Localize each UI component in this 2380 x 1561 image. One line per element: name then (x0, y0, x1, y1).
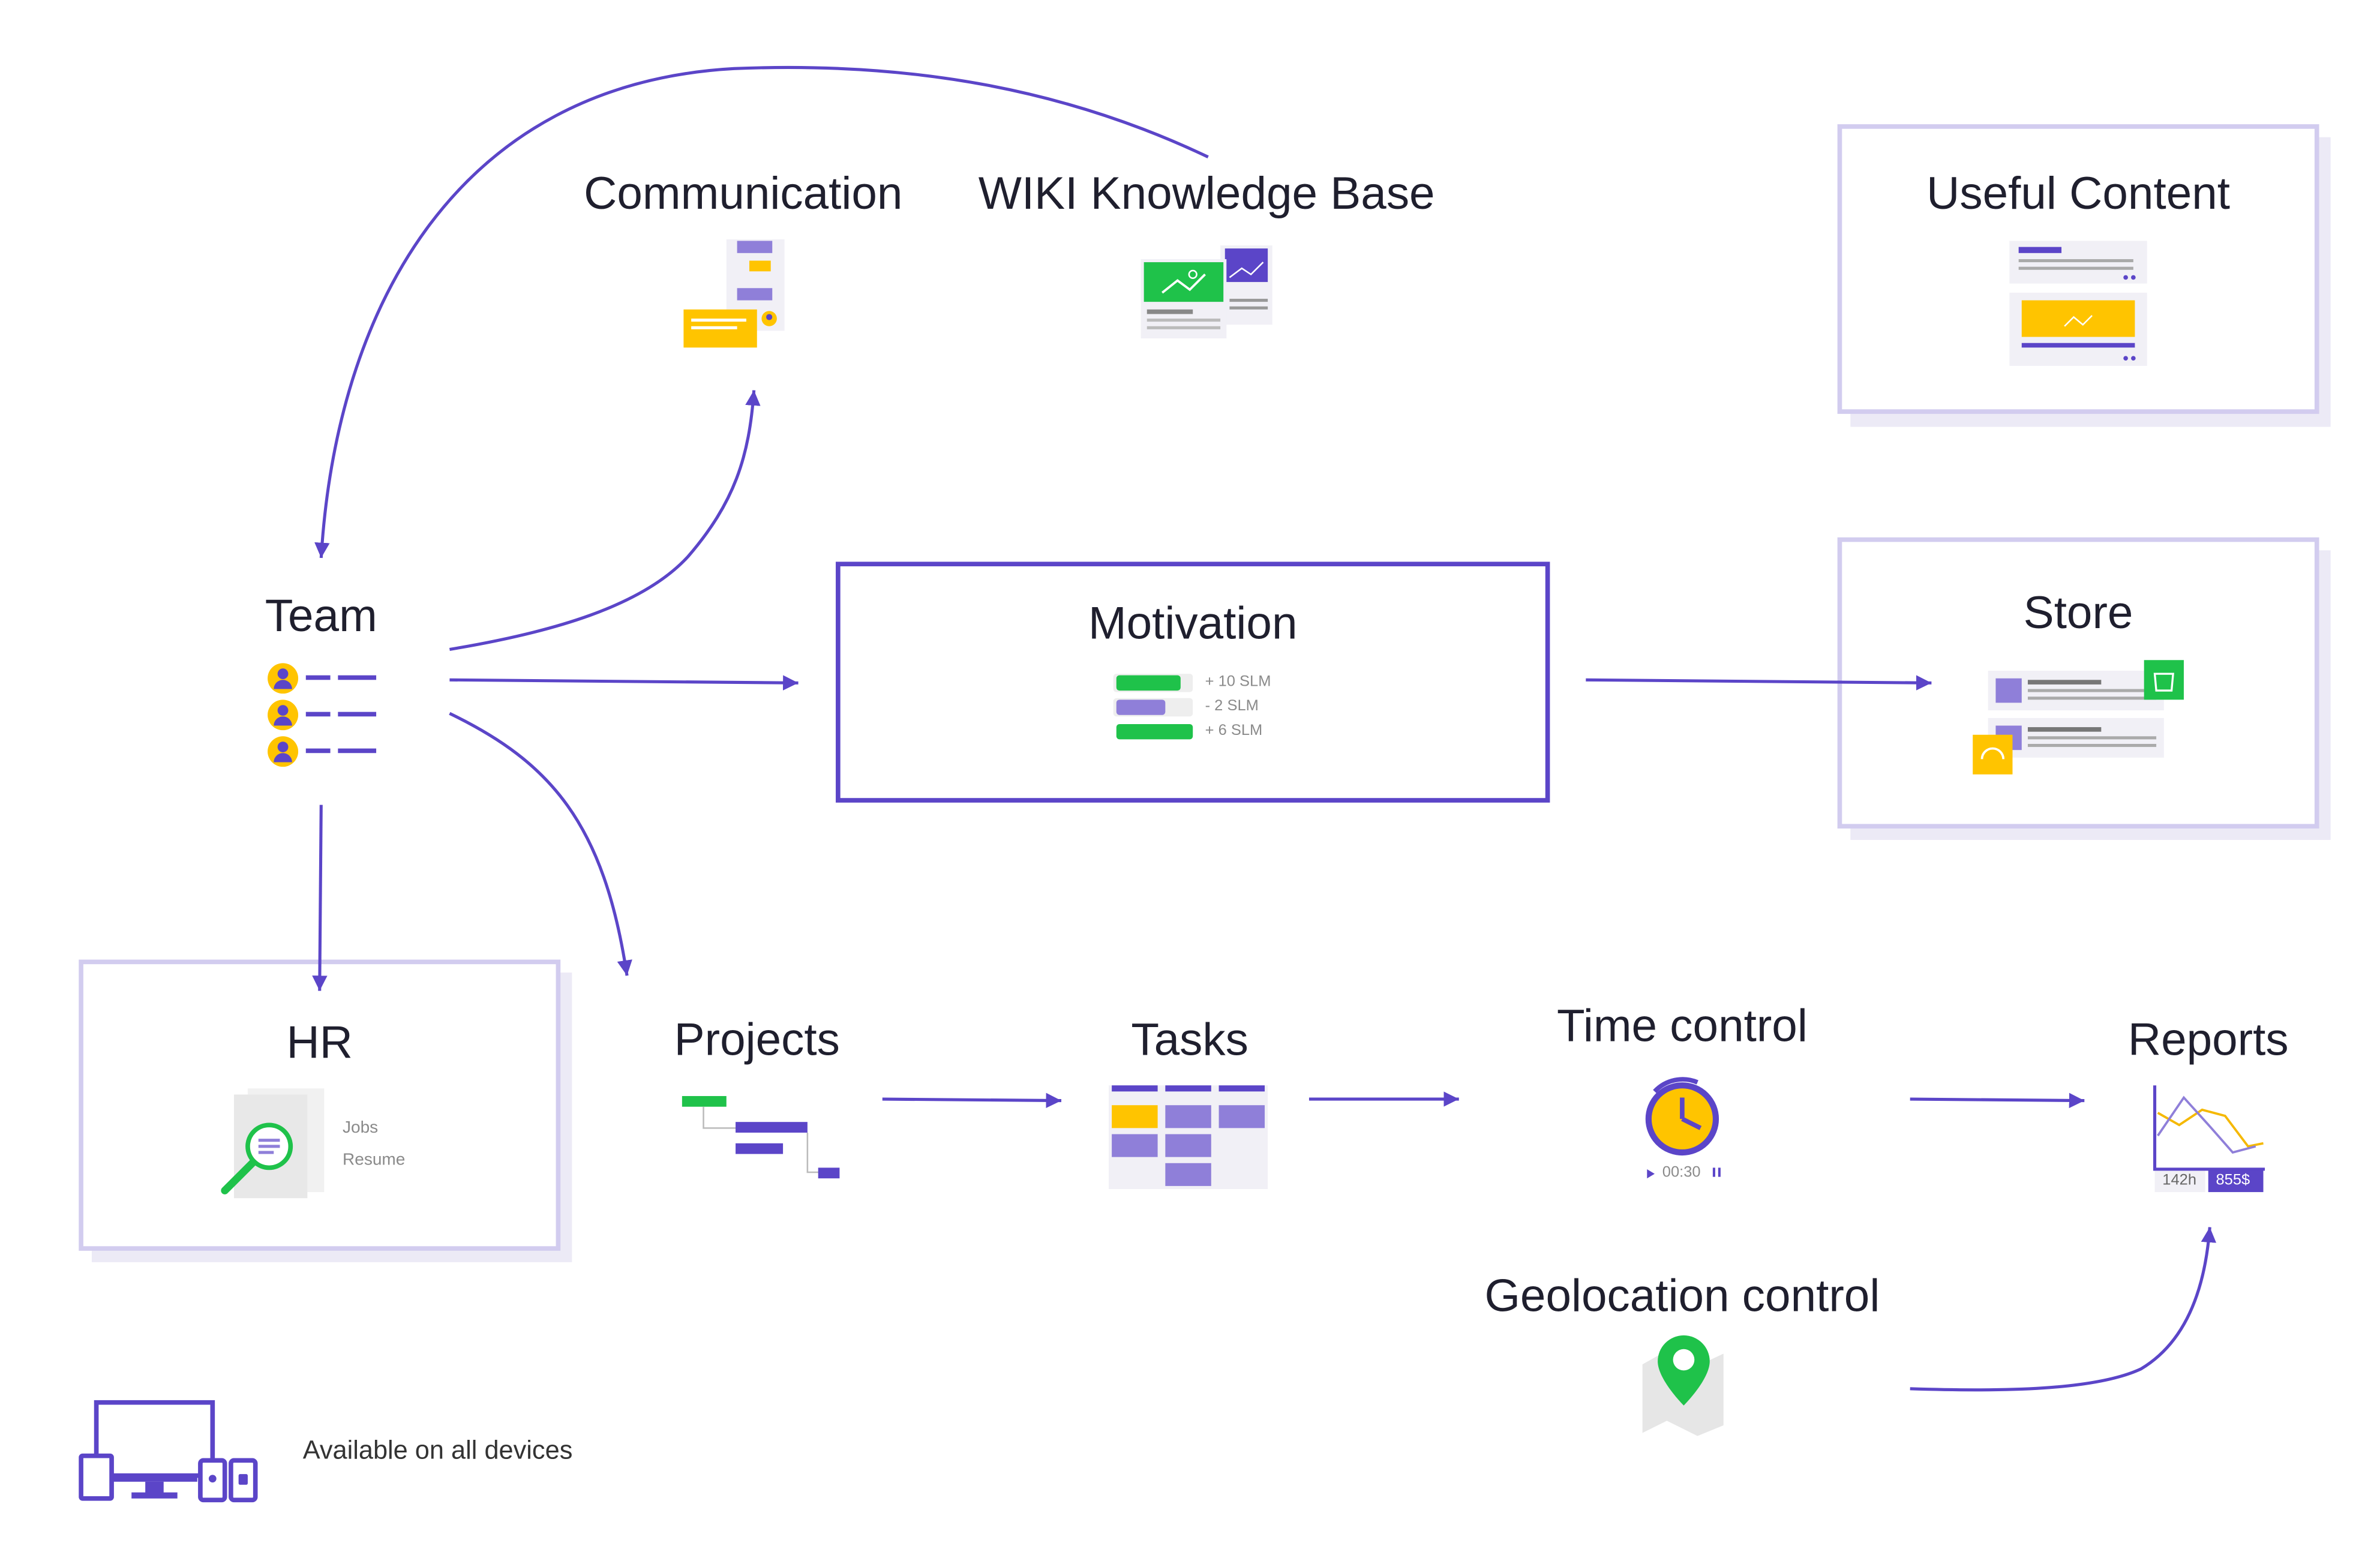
gantt-chart-icon (682, 1095, 840, 1179)
wiki-documents-icon (1141, 245, 1272, 339)
devices-icon (79, 1400, 258, 1503)
reports-amount: 855$ (2216, 1172, 2250, 1189)
motivation-row-3: + 6 SLM (1205, 722, 1263, 740)
arrow-team-to-communication (449, 390, 761, 651)
arrow-time-to-reports (1910, 1092, 2085, 1109)
store-products-icon (1973, 660, 2184, 775)
arrow-motivation-to-store (1586, 675, 1932, 691)
arrow-team-to-motivation (449, 675, 799, 691)
chat-icon (683, 239, 785, 348)
hr-box (79, 959, 572, 1262)
timer-text: 00:30 (1662, 1164, 1701, 1182)
motivation-label: Motivation (1088, 599, 1298, 650)
arrow-wiki-to-team (314, 65, 1209, 559)
arrow-projects-to-tasks (882, 1092, 1062, 1109)
arrow-geo-to-reports (1910, 1227, 2217, 1392)
motivation-row-2: - 2 SLM (1205, 698, 1259, 715)
map-pin-icon (1642, 1335, 1724, 1436)
reports-hours: 142h (2162, 1172, 2197, 1189)
projects-label: Projects (674, 1015, 840, 1066)
hr-jobs-text: Jobs (342, 1119, 379, 1137)
connector-arrows (312, 65, 2217, 1392)
team-label: Team (265, 591, 377, 642)
geolocation-label: Geolocation control (1484, 1271, 1880, 1322)
communication-label: Communication (584, 169, 903, 220)
tasks-label: Tasks (1131, 1015, 1248, 1066)
hr-resume-search-icon (221, 1088, 325, 1199)
store-label: Store (2023, 588, 2133, 639)
kanban-board-icon (1109, 1085, 1268, 1189)
useful-content-label: Useful Content (1926, 169, 2231, 220)
team-members-icon (268, 663, 377, 767)
arrow-team-to-hr (312, 804, 328, 991)
content-cards-icon (2009, 241, 2147, 366)
hr-label: HR (286, 1018, 353, 1069)
hr-resume-text: Resume (342, 1151, 406, 1169)
motivation-row-1: + 10 SLM (1205, 674, 1271, 691)
arrow-team-to-projects (449, 712, 632, 976)
motivation-bars-icon (1113, 674, 1193, 740)
time-control-label: Time control (1556, 1001, 1808, 1052)
available-devices-text: Available on all devices (302, 1436, 573, 1465)
reports-chart-icon (2153, 1085, 2265, 1193)
wiki-label: WIKI Knowledge Base (978, 169, 1435, 220)
reports-label: Reports (2127, 1015, 2289, 1066)
clock-icon (1645, 1077, 1721, 1179)
